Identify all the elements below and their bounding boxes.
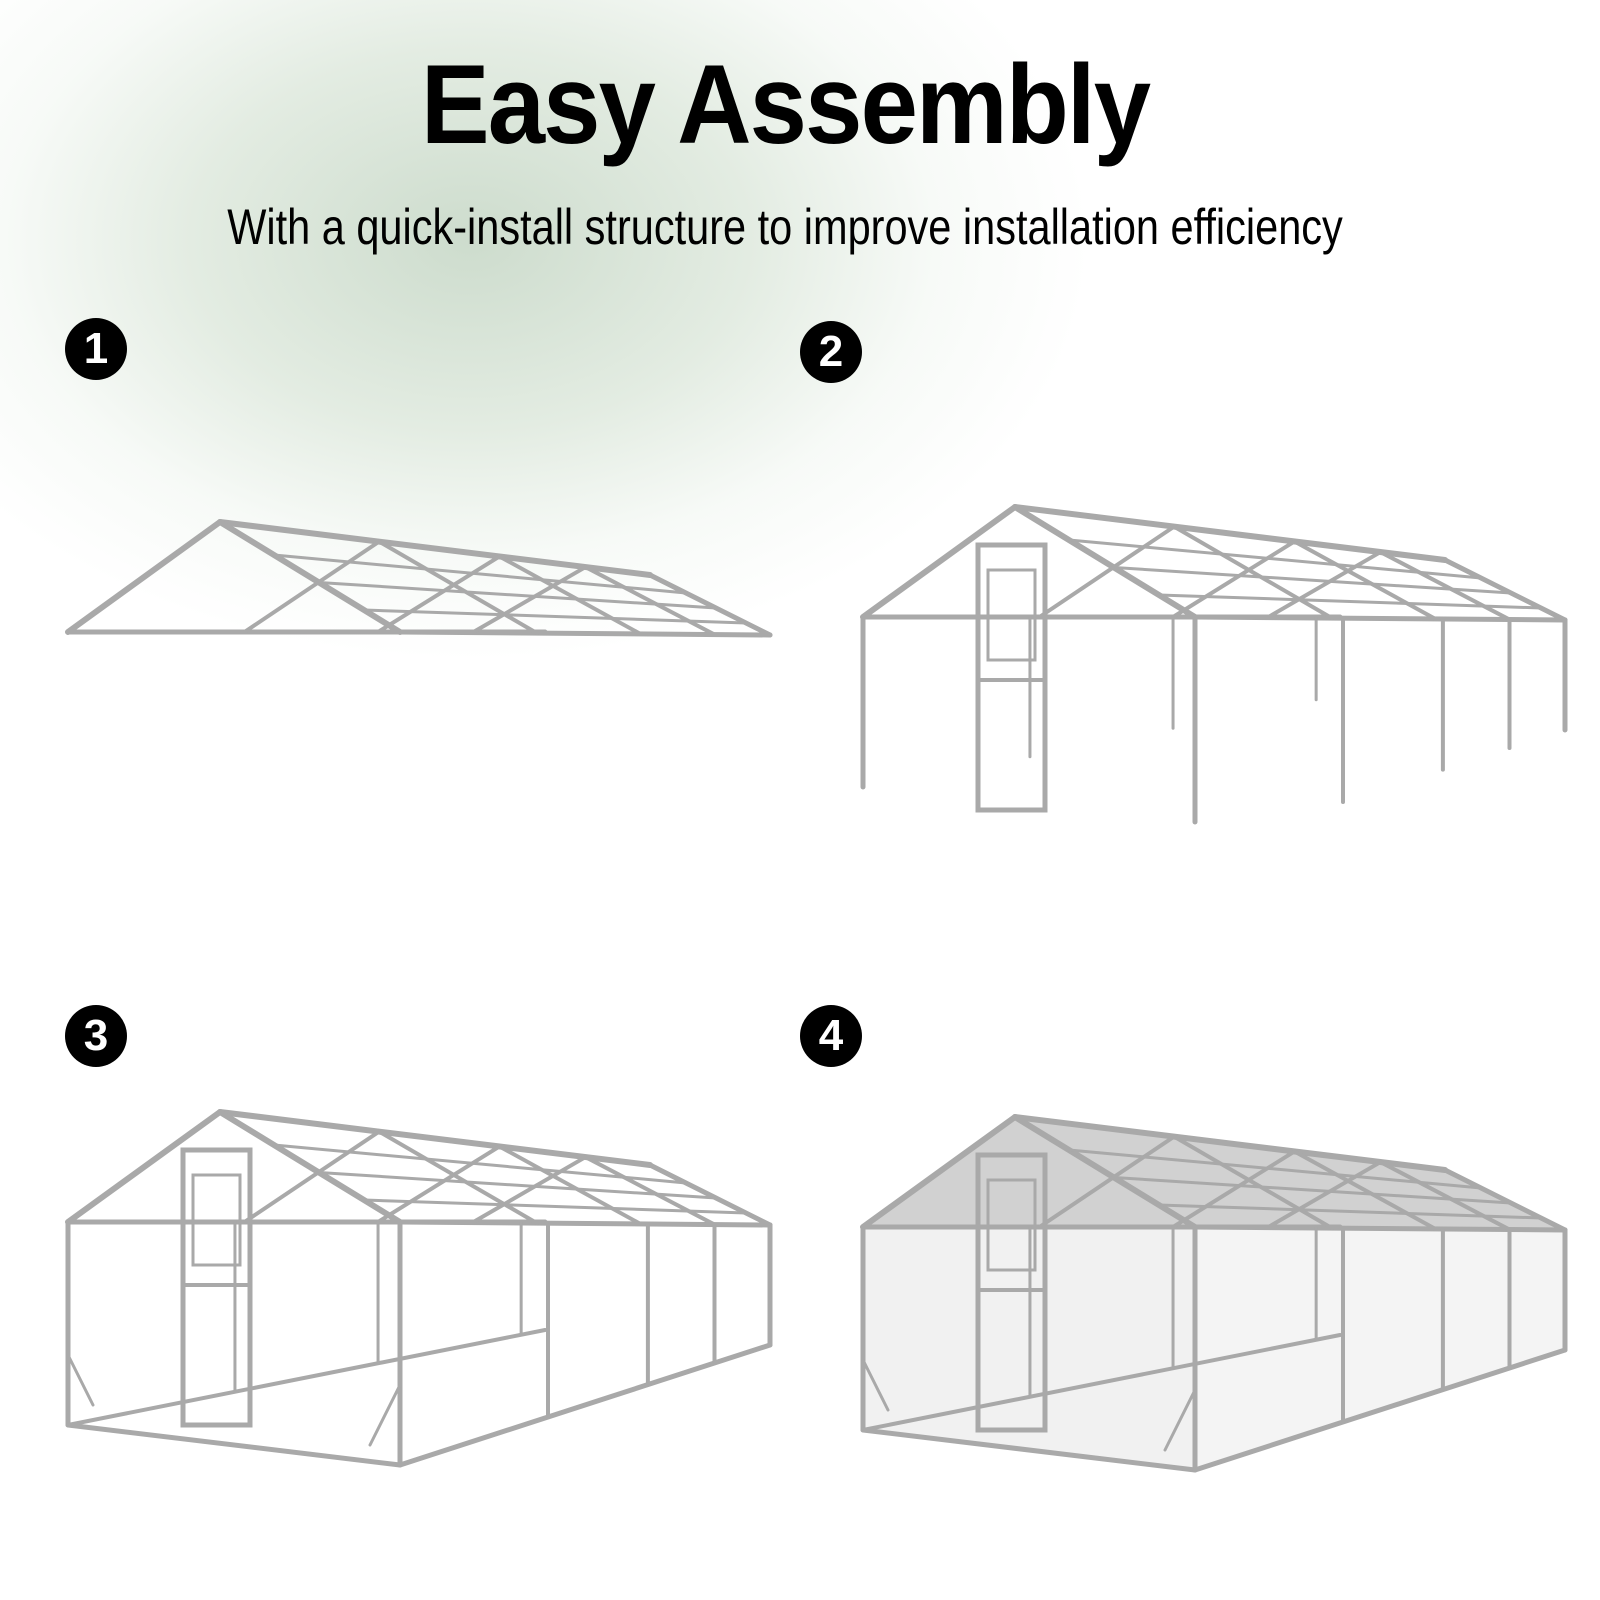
- rafter-tube: [583, 1155, 717, 1227]
- base-tube: [65, 1422, 403, 1468]
- rafter-tube: [1378, 1160, 1512, 1232]
- door-frame: [975, 542, 1048, 813]
- door-window: [986, 1178, 1037, 1272]
- door-window: [191, 1173, 242, 1267]
- door-window: [986, 568, 1037, 662]
- purlin-tube: [317, 1171, 718, 1200]
- gable-tube: [647, 572, 773, 638]
- rafter-tube: [1378, 550, 1512, 622]
- step-3-complete-frame-illustration: [65, 1109, 773, 1468]
- roof-cover: [863, 1117, 1565, 1230]
- purlin-tube: [1157, 593, 1543, 610]
- rafter-tube: [583, 565, 717, 637]
- gable-tube: [1442, 1167, 1568, 1233]
- page-title: Easy Assembly: [420, 42, 1151, 167]
- base-tube: [66, 1328, 547, 1427]
- purlin-tube: [317, 581, 718, 610]
- step-badge-3: 3: [65, 1005, 127, 1067]
- rafter-tube: [376, 554, 502, 634]
- brace-tube: [66, 1353, 95, 1407]
- rafter-tube: [377, 1129, 539, 1226]
- brace-tube: [1163, 1388, 1197, 1452]
- rafter-tube: [1037, 1134, 1177, 1229]
- rafter-tube: [1266, 550, 1383, 619]
- rafter-tube: [471, 1155, 588, 1224]
- gable-tube: [860, 504, 1018, 620]
- gable-tube: [647, 1162, 773, 1228]
- step-badge-2: 2: [800, 321, 862, 383]
- step-badge-4: 4: [800, 1005, 862, 1067]
- base-tube: [861, 1333, 1342, 1432]
- gable-tube: [217, 1109, 403, 1225]
- purlin-tube: [272, 553, 688, 595]
- rafter-tube: [471, 565, 588, 634]
- purlin-tube: [362, 608, 748, 625]
- ridge-tube: [1012, 1114, 1448, 1173]
- brace-tube: [368, 1383, 402, 1447]
- door-frame: [180, 1147, 253, 1428]
- gable-tube: [1012, 504, 1198, 620]
- rafter-tube: [1292, 539, 1438, 621]
- purlin-tube: [1157, 1203, 1543, 1220]
- rafter-tube: [376, 1144, 502, 1224]
- base-tube: [860, 1427, 1198, 1473]
- door-frame: [975, 1152, 1048, 1433]
- page-subtitle: With a quick-install structure to improv…: [227, 199, 1343, 255]
- rafter-tube: [1171, 1149, 1297, 1229]
- base-tube: [397, 1342, 773, 1468]
- rafter-tube: [1292, 1149, 1438, 1231]
- rafter-tube: [1172, 1134, 1334, 1231]
- gable-tube: [217, 519, 403, 635]
- gable-tube: [65, 519, 223, 635]
- ridge-tube: [1012, 504, 1448, 563]
- purlin-tube: [1112, 566, 1513, 595]
- step-1-roof-frame-illustration: [65, 519, 773, 638]
- brace-tube: [861, 1358, 890, 1412]
- step-4-covered-enclosure-illustration: [860, 1114, 1568, 1473]
- gable-tube: [1012, 1114, 1198, 1230]
- rafter-tube: [377, 539, 539, 636]
- gable-tube: [65, 1109, 223, 1225]
- ridge-tube: [217, 1109, 653, 1168]
- rafter-tube: [1172, 524, 1334, 621]
- gable-tube: [1442, 557, 1568, 623]
- purlin-tube: [272, 1143, 688, 1185]
- purlin-tube: [1067, 1148, 1483, 1190]
- rafter-tube: [497, 554, 643, 636]
- base-tube: [1192, 1347, 1568, 1473]
- purlin-tube: [1112, 1176, 1513, 1205]
- step-2-frame-with-door-illustration: [860, 504, 1568, 825]
- rafter-tube: [242, 1129, 382, 1224]
- rafter-tube: [497, 1144, 643, 1226]
- rafter-tube: [242, 539, 382, 634]
- gable-tube: [860, 1114, 1018, 1230]
- ridge-tube: [217, 519, 653, 578]
- purlin-tube: [1067, 538, 1483, 580]
- rafter-tube: [1171, 539, 1297, 619]
- rafter-tube: [1266, 1160, 1383, 1229]
- step-badge-1: 1: [65, 318, 127, 380]
- purlin-tube: [362, 1198, 748, 1215]
- rafter-tube: [1037, 524, 1177, 619]
